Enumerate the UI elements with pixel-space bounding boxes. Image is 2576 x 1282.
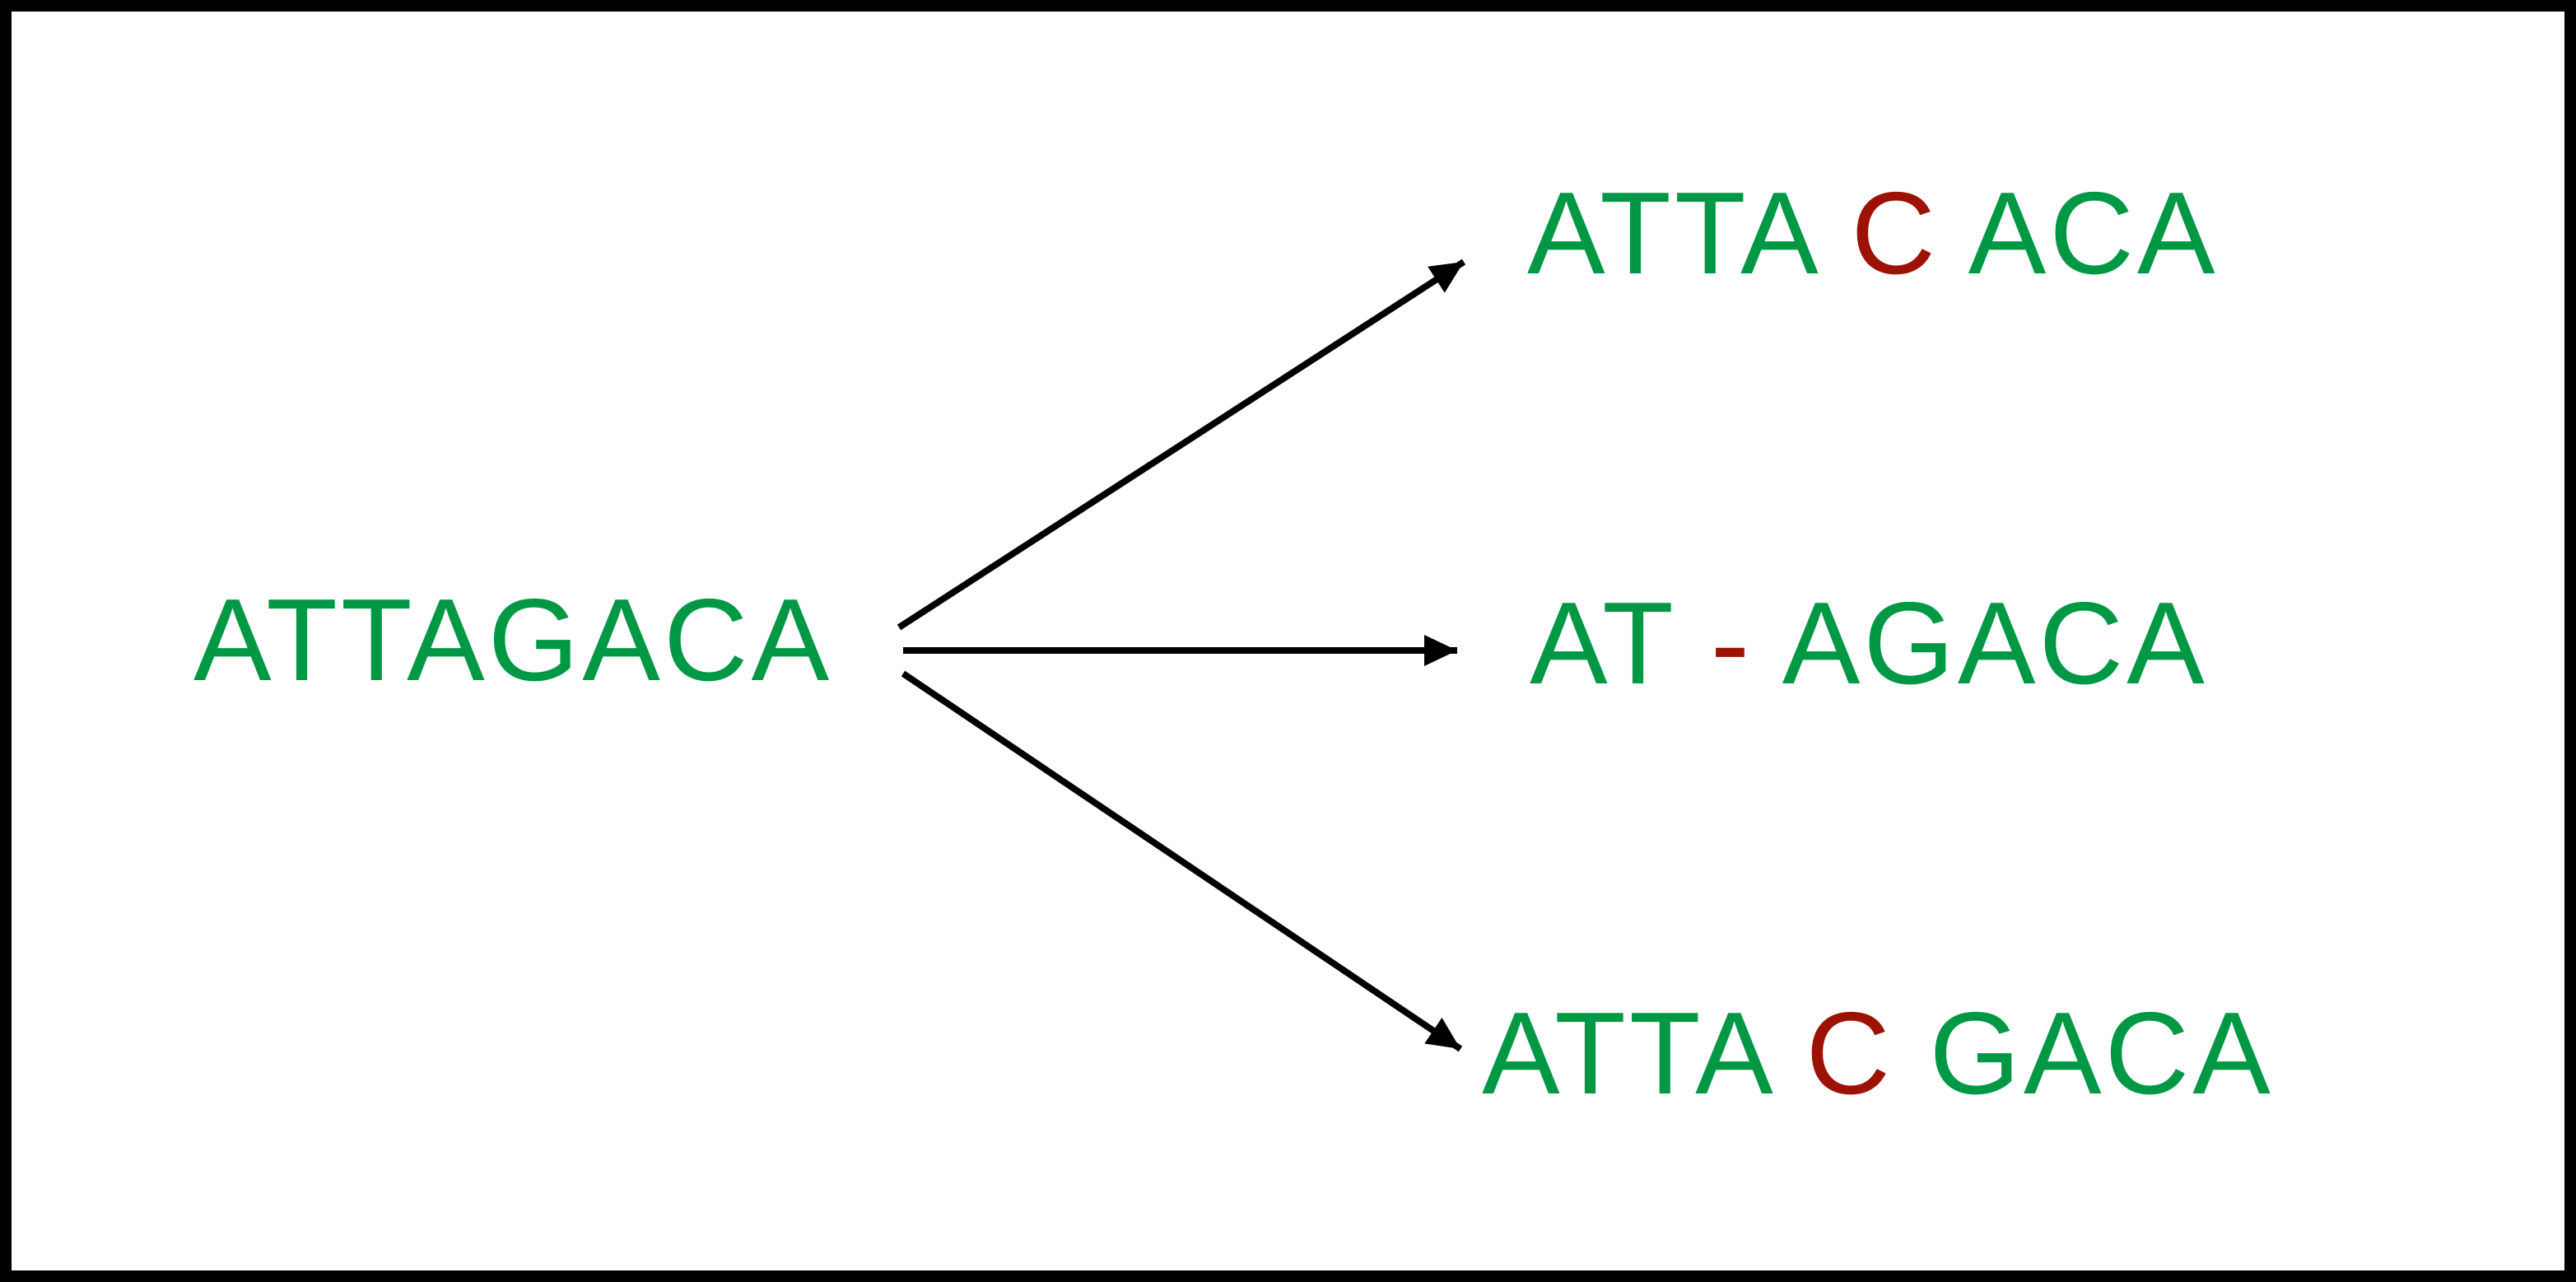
inserted-base: C <box>1805 988 1894 1119</box>
deletion-dash: - <box>1711 578 1753 709</box>
sequence-segment: ACA <box>1968 168 2219 299</box>
sequence-segment: ATTA <box>1482 988 1773 1119</box>
variant-sequence-bottom: ATTA C GACA <box>1482 988 2274 1119</box>
sequence-segment: GACA <box>1929 988 2273 1119</box>
sequence-segment: AGACA <box>1782 578 2208 709</box>
source-sequence: ATTAGACA <box>193 575 832 706</box>
arrow-to-bottom-variant <box>901 670 1463 1052</box>
variant-sequence-top: ATTA C ACA <box>1527 168 2219 299</box>
variant-sequence-middle: AT - AGACA <box>1530 578 2208 709</box>
sequence-segment: AT <box>1530 578 1675 709</box>
mutated-base: C <box>1851 168 1939 299</box>
arrow-to-top-variant <box>897 259 1466 631</box>
sequence-segment: ATTA <box>1527 168 1819 299</box>
sequence-segment: ATTAGACA <box>193 575 832 706</box>
